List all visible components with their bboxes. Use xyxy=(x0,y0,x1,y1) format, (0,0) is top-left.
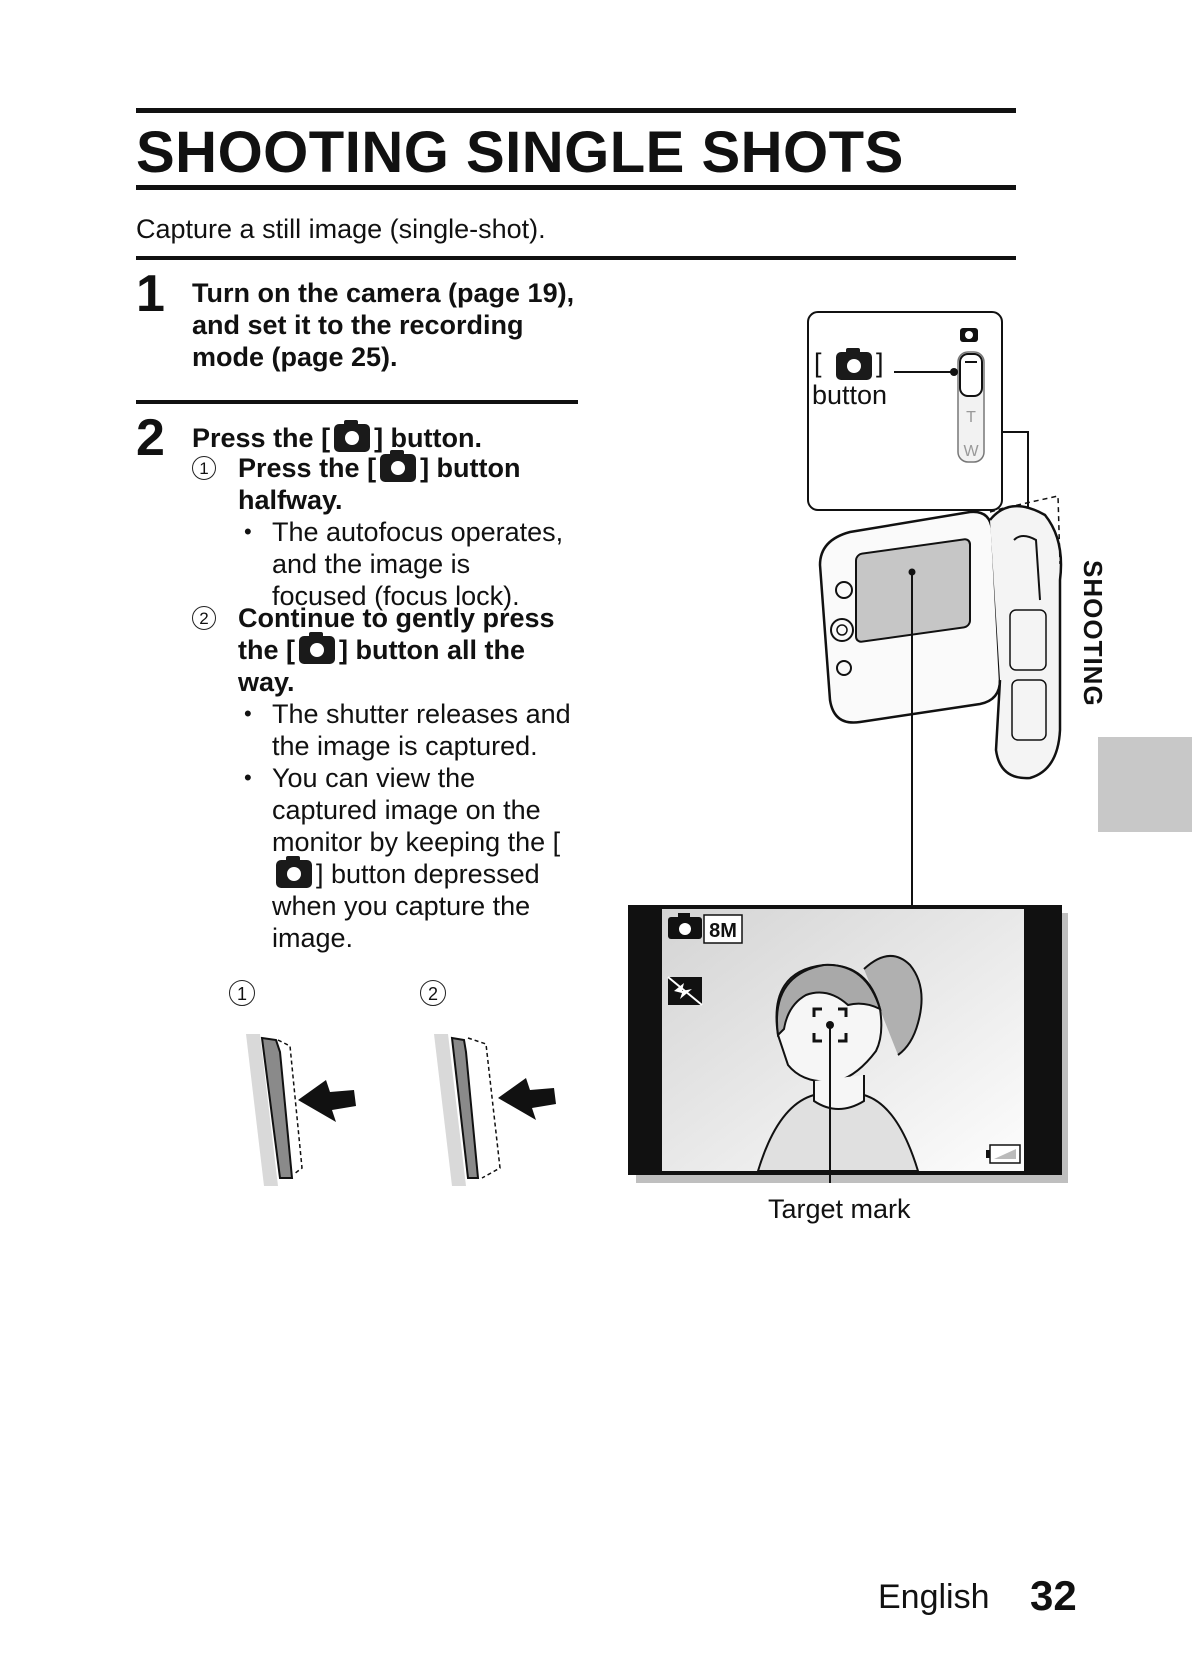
substep-1-title: Press the [ ] button halfway. xyxy=(238,450,568,516)
zoom-w-label: W xyxy=(963,443,979,460)
shutter-full-press-diagram xyxy=(434,1034,556,1186)
battery-icon xyxy=(986,1144,1021,1164)
camera-illustration: T W xyxy=(807,311,1063,910)
substep-1-post: ] button xyxy=(420,453,521,483)
step-1-text: Turn on the camera (page 19), and set it… xyxy=(192,277,574,373)
step-2-heading-pre: Press the [ xyxy=(192,423,331,453)
substep-2-title: Continue to gently press the [ ] button a… xyxy=(238,602,578,698)
top-rule xyxy=(136,108,1016,113)
substep-2-pre: the [ xyxy=(238,635,295,665)
bullet-item: You can view the captured image on the m… xyxy=(238,762,578,954)
camera-icon xyxy=(276,856,312,888)
footer-language: English xyxy=(878,1578,990,1616)
focus-target-icon xyxy=(812,1007,848,1043)
substep-2-line1: Continue to gently press xyxy=(238,603,555,633)
substep-1: 1 Press the [ ] button halfway. The autof… xyxy=(192,450,568,612)
step-divider xyxy=(136,400,578,404)
substep-1-pre: Press the [ xyxy=(238,453,377,483)
camera-icon xyxy=(334,420,371,452)
substep-2-line3: way. xyxy=(238,667,295,697)
bullet-item: The autofocus operates, and the image is… xyxy=(238,516,568,612)
step-1-line: mode (page 25). xyxy=(192,342,398,372)
callout-button-label: button xyxy=(812,380,888,410)
flash-off-icon xyxy=(667,976,703,1006)
diagram-2-label: 2 xyxy=(420,980,446,1006)
camera-icon xyxy=(299,632,335,664)
substep-2-post: ] button all the xyxy=(339,635,525,665)
substep-1-bullets: The autofocus operates, and the image is… xyxy=(238,516,568,612)
page-title: SHOOTING SINGLE SHOTS xyxy=(136,120,904,185)
substep-1-marker: 1 xyxy=(192,456,216,480)
bullet-item: The shutter releases and the image is ca… xyxy=(238,698,578,762)
substep-2-marker: 2 xyxy=(192,606,216,630)
resolution-label: 8M xyxy=(709,920,737,942)
step-2-heading-post: ] button. xyxy=(374,423,483,453)
step-1-line: Turn on the camera (page 19), xyxy=(192,278,575,308)
bullet-2-post: ] button depressed when you capture the … xyxy=(272,859,540,953)
step-2-number: 2 xyxy=(136,409,165,467)
step-1-line: and set it to the recording xyxy=(192,310,524,340)
diagram-1-label: 1 xyxy=(229,980,255,1006)
page-number: 32 xyxy=(1030,1572,1077,1619)
target-mark-caption: Target mark xyxy=(768,1194,911,1224)
section-tab-label: SHOOTING xyxy=(1078,560,1108,707)
camera-icon xyxy=(380,450,417,482)
substep-2: 2 Continue to gently press the [ ] button… xyxy=(192,602,578,954)
substep-1-line2: halfway. xyxy=(238,485,343,515)
section-tab-marker xyxy=(1098,737,1192,832)
camera-icon xyxy=(836,348,872,380)
shutter-half-press-diagram xyxy=(246,1034,356,1186)
section-rule xyxy=(136,256,1016,260)
title-underline xyxy=(136,185,1016,190)
callout-bracket-close: ] xyxy=(876,348,884,378)
zoom-t-label: T xyxy=(966,409,976,426)
step-2-heading: Press the [ ] button. xyxy=(192,420,483,454)
intro-text: Capture a still image (single-shot). xyxy=(136,214,546,244)
step-1-number: 1 xyxy=(136,265,165,323)
arrow-left-icon xyxy=(498,1078,556,1120)
callout-bracket-open: [ xyxy=(814,348,822,378)
monitor-screen: 8M xyxy=(628,905,1068,1183)
bullet-2-pre: You can view the captured image on the m… xyxy=(272,763,561,857)
substep-2-bullets: The shutter releases and the image is ca… xyxy=(238,698,578,954)
arrow-left-icon xyxy=(298,1080,356,1122)
